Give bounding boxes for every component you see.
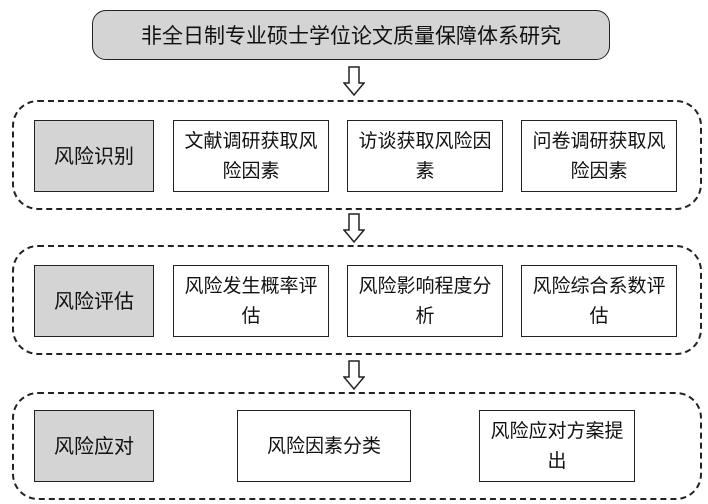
stage-group-identification xyxy=(12,100,702,210)
stage-item-composite-coefficient: 风险综合系数评估 xyxy=(521,265,677,337)
stage-item-impact-analysis: 风险影响程度分析 xyxy=(347,265,503,337)
diagram-title: 非全日制专业硕士学位论文质量保障体系研究 xyxy=(92,10,610,60)
down-arrow-icon xyxy=(343,66,365,96)
down-arrow-icon xyxy=(343,213,365,243)
stage-label-identification: 风险识别 xyxy=(34,120,154,192)
stage-item-literature-research: 文献调研获取风险因素 xyxy=(173,120,329,192)
stage-label-response: 风险应对 xyxy=(34,410,154,482)
stage-item-interview: 访谈获取风险因素 xyxy=(347,120,503,192)
stage-item-response-plan: 风险应对方案提出 xyxy=(479,410,635,482)
stage-item-factor-classification: 风险因素分类 xyxy=(237,410,411,482)
stage-item-questionnaire: 问卷调研获取风险因素 xyxy=(521,120,677,192)
stage-label-assessment: 风险评估 xyxy=(34,265,154,337)
stage-item-probability-assessment: 风险发生概率评估 xyxy=(173,265,329,337)
stage-group-response xyxy=(12,392,702,500)
stage-group-assessment xyxy=(12,245,702,355)
down-arrow-icon xyxy=(343,360,365,390)
